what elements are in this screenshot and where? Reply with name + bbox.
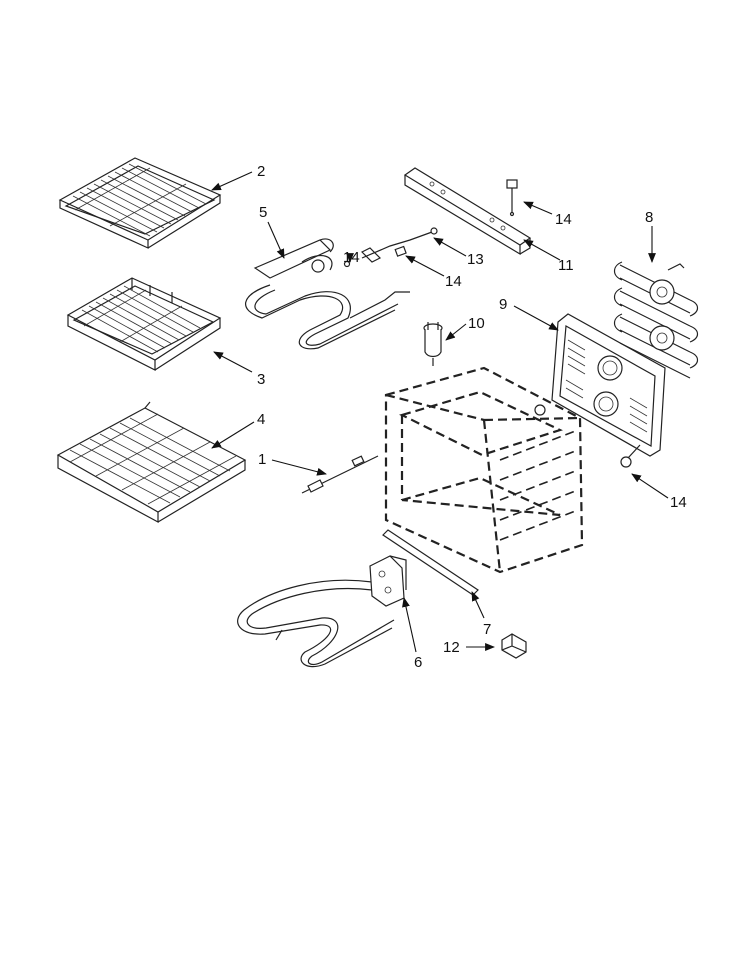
callout-14-b: 14 <box>555 211 572 228</box>
part-3-oven-rack[interactable] <box>66 277 222 371</box>
part-1-oven-sensor[interactable] <box>301 455 379 494</box>
callout-11: 11 <box>558 257 574 274</box>
part-13-wire-harness[interactable] <box>360 227 438 263</box>
part-5-broil-element[interactable] <box>244 238 410 350</box>
part-7-rod[interactable] <box>382 529 479 596</box>
callout-5: 5 <box>259 204 267 221</box>
callout-12: 12 <box>443 639 460 656</box>
part-9-convection-fan-cover[interactable] <box>551 313 666 457</box>
callout-1: 1 <box>258 451 266 468</box>
callout-14-a: 14 <box>343 249 360 266</box>
leader-lines <box>211 171 669 653</box>
callout-13: 13 <box>467 251 484 268</box>
part-4-oven-rack[interactable] <box>56 401 247 524</box>
callout-9: 9 <box>499 296 507 313</box>
callout-6: 6 <box>414 654 422 671</box>
callout-10: 10 <box>468 315 485 332</box>
callout-2: 2 <box>257 163 265 180</box>
callout-7: 7 <box>483 621 491 638</box>
part-10-temperature-sensor[interactable] <box>423 322 443 366</box>
oven-cavity-reference <box>384 366 584 574</box>
callout-14-c: 14 <box>445 273 462 290</box>
part-14-screw-c[interactable] <box>620 444 641 468</box>
part-8-convection-element[interactable] <box>613 261 699 379</box>
callout-8: 8 <box>645 209 653 226</box>
callout-3: 3 <box>257 371 265 388</box>
callout-14-d: 14 <box>670 494 687 511</box>
part-2-oven-rack[interactable] <box>58 157 222 249</box>
part-14-screw-b[interactable] <box>506 179 518 217</box>
callout-labels: 2 5 3 4 1 14 14 14 14 13 11 8 9 10 7 6 1… <box>257 163 687 671</box>
part-6-bake-element[interactable] <box>237 555 407 668</box>
part-12-clip[interactable] <box>501 633 527 659</box>
callout-4: 4 <box>257 411 265 428</box>
